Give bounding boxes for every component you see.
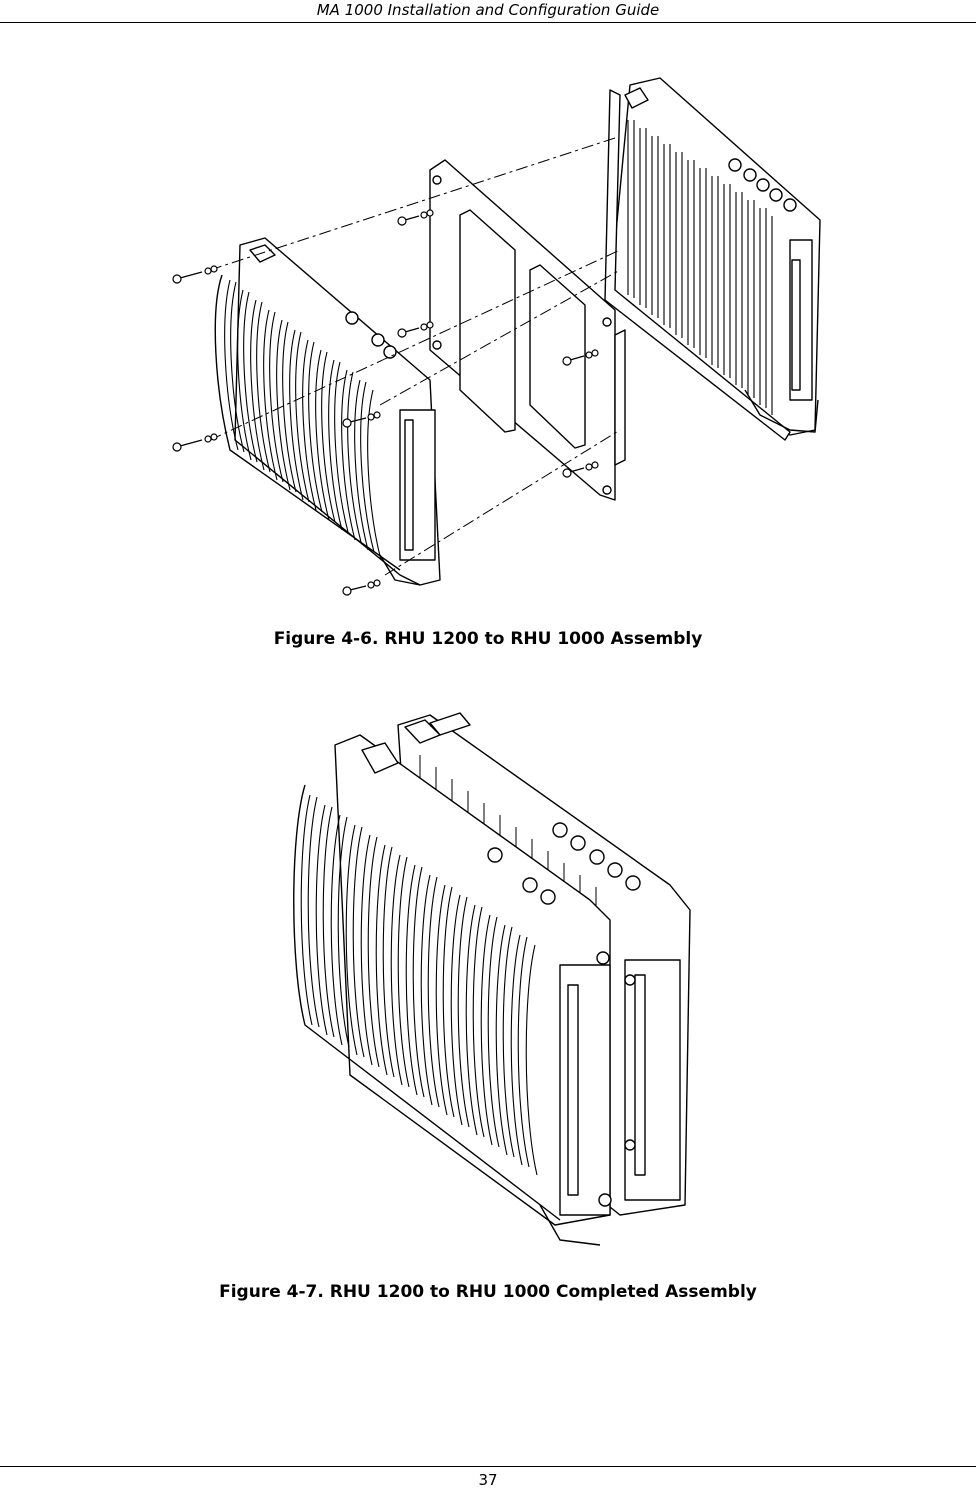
figure-caption: Figure 4-7. RHU 1200 to RHU 1000 Complet…: [219, 1282, 757, 1302]
completed-assembly-illustration: [293, 712, 691, 1246]
figure-caption: Figure 4-6. RHU 1200 to RHU 1000 Assembl…: [273, 629, 703, 649]
exploded-assembly-illustration: [172, 77, 821, 596]
document-title: MA 1000 Installation and Configuration G…: [316, 1, 660, 19]
figure-completed-assembly: [0, 685, 976, 1255]
running-footer: 37: [0, 1466, 976, 1492]
screws: [172, 209, 599, 596]
rhu-1000-unit: [604, 77, 821, 441]
mounting-plate: [429, 159, 626, 501]
rhu-1200-unit: [293, 734, 612, 1246]
figure-exploded-assembly: [0, 60, 976, 605]
assembly-guide-lines: [209, 137, 621, 576]
rhu-1200-unit: [214, 237, 441, 586]
page-number: 37: [478, 1471, 498, 1489]
running-header: MA 1000 Installation and Configuration G…: [0, 0, 976, 23]
